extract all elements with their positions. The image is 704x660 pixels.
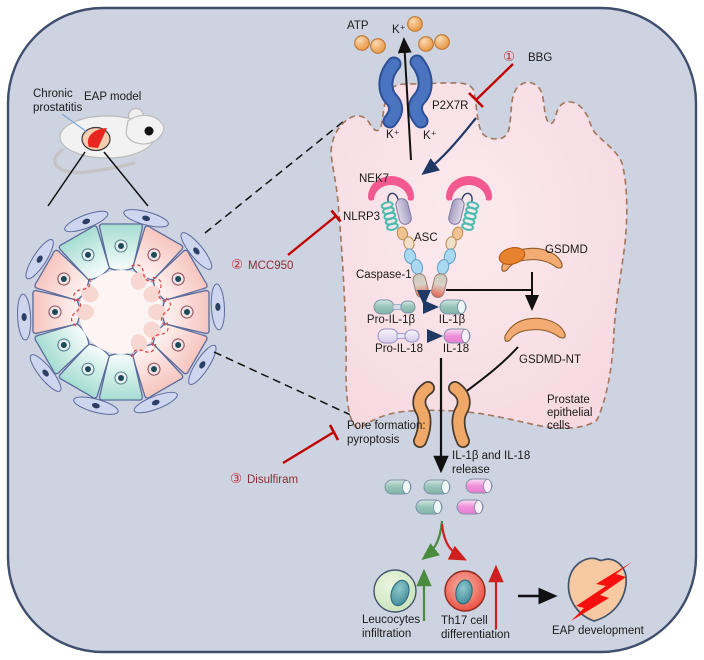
disease-label-line2: prostatitis	[33, 102, 82, 114]
pro-il1b-label: Pro-IL-1β	[367, 314, 416, 326]
lightning-icon	[571, 562, 632, 621]
epithelial-cell-membrane	[330, 81, 628, 430]
cell-type-label-line3: cells	[547, 420, 570, 432]
disulfiram-number: ③	[230, 471, 242, 486]
zoom-line-right	[103, 151, 149, 207]
release-label-line1: IL-1β and IL-18	[452, 450, 530, 462]
pore-formation-label-line1: Pore formation:	[347, 420, 426, 432]
pro-il18-label: Pro-IL-18	[375, 343, 423, 355]
tissue-to-cell-connector-top	[204, 120, 345, 234]
mcc950-label: MCC950	[248, 260, 293, 272]
eap-prostate	[567, 557, 632, 622]
nlrp3-label: NLRP3	[343, 211, 380, 223]
il18-label: IL-18	[443, 343, 469, 355]
fork-red-branch	[440, 523, 467, 561]
prostate-tissue-ring	[15, 205, 227, 419]
disulfiram-label: Disulfiram	[247, 474, 298, 486]
asc-label: ASC	[414, 232, 438, 244]
k-efflux-arrow	[397, 37, 412, 161]
mouse-tail	[53, 148, 136, 175]
th17-cell	[444, 570, 486, 612]
bbg-inhibitor: ① BBG	[468, 49, 552, 108]
leucocyte-cell	[373, 569, 417, 613]
p2x7r-activation-arrow	[421, 117, 477, 176]
p2x7r-channel	[378, 54, 433, 129]
model-label: EAP model	[84, 91, 141, 103]
gsdmd-molecule	[498, 247, 563, 272]
p2x7r-label: P2X7R	[432, 100, 468, 112]
leucocytes-label-line2: infiltration	[362, 628, 411, 640]
nek7-label: NEK7	[359, 173, 389, 185]
inflammation-mark	[87, 128, 107, 148]
cell-type-label-line2: epithelial	[547, 407, 592, 419]
k-intracellular-label-2: K⁺	[423, 130, 437, 142]
disease-label-line1: Chronic	[33, 88, 73, 100]
bbg-label: BBG	[528, 52, 552, 64]
eap-development-label: EAP development	[552, 625, 645, 637]
il1b-label: IL-1β	[439, 314, 466, 326]
il1b-molecule	[439, 299, 467, 315]
gsdmd-nt-label: GSDMD-NT	[519, 354, 581, 366]
disease-pointer-line	[61, 113, 88, 133]
lumen	[79, 270, 163, 354]
disulfiram-inhibitor: ③ Disulfiram	[230, 424, 340, 486]
th17-label-line2: differentiation	[441, 629, 510, 641]
caspase1-label: Caspase-1	[356, 269, 412, 281]
mouse-illustration: Chronic prostatitis EAP model	[33, 88, 165, 207]
cell-type-label-line1: Prostate	[547, 394, 590, 406]
atp-label: ATP	[347, 20, 369, 32]
th17-label-line1: Th17 cell	[441, 615, 488, 627]
gsdmd-label: GSDMD	[545, 244, 588, 256]
mcc950-number: ②	[231, 257, 243, 272]
zoom-line-left	[47, 151, 86, 207]
il18-molecule	[443, 328, 471, 344]
bbg-number: ①	[503, 49, 515, 64]
k-intracellular-label-1: K⁺	[386, 129, 400, 141]
atp-molecules	[354, 16, 450, 54]
pore-formation-label-line2: pyroptosis	[347, 434, 400, 446]
k-efflux-label: K⁺	[392, 24, 406, 36]
leucocytes-label-line1: Leucocytes	[362, 614, 420, 626]
release-label-line2: release	[452, 464, 490, 476]
mouse-eye	[144, 126, 154, 136]
membrane-pore	[412, 381, 471, 448]
mcc950-inhibitor: ② MCC950	[231, 209, 342, 272]
